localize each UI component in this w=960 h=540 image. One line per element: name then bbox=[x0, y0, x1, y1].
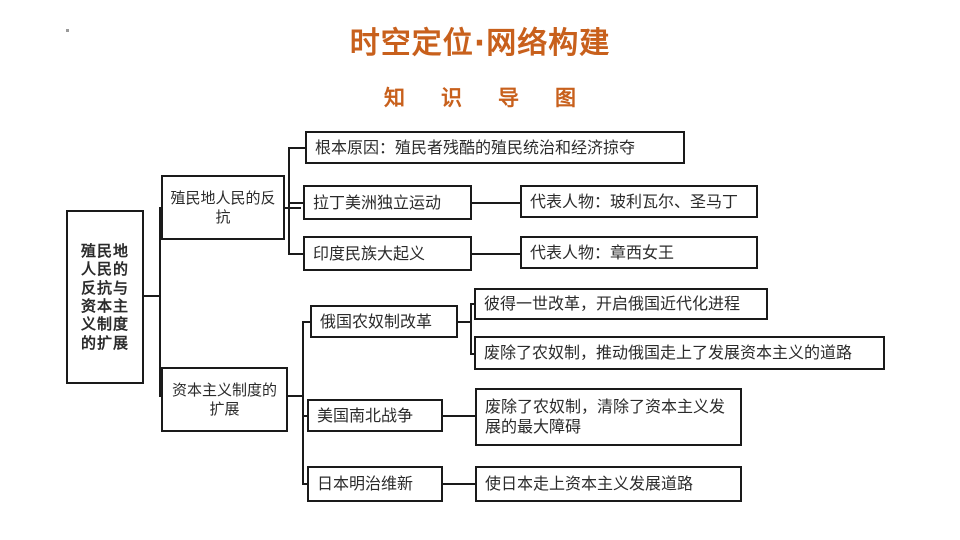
node-root-line-5: 义制度 bbox=[80, 315, 129, 334]
node-russia-abolish-serfdom-label: 废除了农奴制，推动俄国走上了发展资本主义的道路 bbox=[484, 343, 853, 363]
connector-russia-bracket bbox=[470, 303, 472, 355]
connector-branch2-to-child3 bbox=[302, 483, 310, 485]
node-indian-rebellion-label: 印度民族大起义 bbox=[313, 243, 426, 263]
node-us-civil-war-result[interactable]: 废除了农奴制，清除了资本主义发展的最大障碍 bbox=[475, 388, 742, 446]
node-russia-peter-reform-label: 彼得一世改革，开启俄国近代化进程 bbox=[484, 294, 741, 314]
connector-usa-to-leaf bbox=[443, 415, 476, 417]
node-meiji-restoration[interactable]: 日本明治维新 bbox=[307, 466, 443, 502]
connector-branch1-to-child2 bbox=[288, 202, 305, 204]
node-latin-america-figures[interactable]: 代表人物：玻利瓦尔、圣马丁 bbox=[520, 185, 758, 218]
connector-japan-to-leaf bbox=[443, 483, 476, 485]
node-latin-america-independence-label: 拉丁美洲独立运动 bbox=[313, 192, 442, 212]
node-meiji-restoration-result[interactable]: 使日本走上资本主义发展道路 bbox=[475, 466, 742, 502]
node-root-line-2: 人民的 bbox=[80, 260, 129, 279]
node-branch-colonial-resistance[interactable]: 殖民地人民的反抗 bbox=[161, 175, 285, 240]
node-root-line-6: 的扩展 bbox=[80, 333, 129, 352]
connector-branch1-bracket bbox=[288, 147, 290, 255]
connector-russia-stem bbox=[458, 321, 472, 323]
slide-subtitle: 知识导图 bbox=[384, 86, 612, 110]
connector-branch1-stem bbox=[285, 207, 301, 209]
connector-branch2-bracket bbox=[302, 321, 304, 484]
decorative-dot bbox=[66, 29, 69, 32]
node-root-cause-label: 根本原因：殖民者残酷的殖民统治和经济掠夺 bbox=[315, 137, 636, 157]
node-root-line-3: 反抗与 bbox=[80, 278, 129, 297]
node-meiji-restoration-result-label: 使日本走上资本主义发展道路 bbox=[485, 474, 694, 494]
slide-title: 时空定位·网络构建 bbox=[349, 26, 611, 61]
connector-india-to-leaf bbox=[472, 253, 520, 255]
node-branch-capitalism-expansion-label: 资本主义制度的扩展 bbox=[171, 381, 277, 418]
node-root-line-4: 资本主 bbox=[80, 297, 129, 315]
node-meiji-restoration-label: 日本明治维新 bbox=[317, 474, 414, 494]
node-root-line-1: 殖民地 bbox=[80, 242, 129, 261]
node-root-cause[interactable]: 根本原因：殖民者残酷的殖民统治和经济掠夺 bbox=[305, 131, 685, 164]
node-branch-capitalism-expansion[interactable]: 资本主义制度的扩展 bbox=[161, 367, 288, 432]
node-us-civil-war-label: 美国南北战争 bbox=[317, 405, 414, 425]
node-indian-rebellion-figures[interactable]: 代表人物：章西女王 bbox=[520, 236, 758, 269]
connector-branch2-stem bbox=[288, 395, 304, 397]
connector-latin-to-leaf bbox=[472, 202, 520, 204]
node-latin-america-figures-label: 代表人物：玻利瓦尔、圣马丁 bbox=[530, 191, 739, 211]
node-indian-rebellion-figures-label: 代表人物：章西女王 bbox=[530, 242, 675, 262]
node-latin-america-independence[interactable]: 拉丁美洲独立运动 bbox=[303, 185, 472, 220]
connector-branch2-to-child2 bbox=[302, 415, 310, 417]
connector-branch1-to-child1 bbox=[288, 147, 305, 149]
node-us-civil-war-result-label: 废除了农奴制，清除了资本主义发展的最大障碍 bbox=[485, 397, 726, 436]
node-russia-abolish-serfdom[interactable]: 废除了农奴制，推动俄国走上了发展资本主义的道路 bbox=[474, 336, 885, 370]
connector-root-stem bbox=[143, 295, 161, 297]
node-branch-colonial-resistance-label: 殖民地人民的反抗 bbox=[170, 189, 276, 226]
node-us-civil-war[interactable]: 美国南北战争 bbox=[307, 399, 443, 432]
connector-branch1-to-child3 bbox=[288, 253, 305, 255]
node-root[interactable]: 殖民地 人民的 反抗与 资本主 义制度 的扩展 bbox=[66, 210, 144, 384]
node-russia-serfdom-reform[interactable]: 俄国农奴制改革 bbox=[310, 305, 458, 338]
node-indian-rebellion[interactable]: 印度民族大起义 bbox=[303, 236, 472, 271]
connector-russia-to-leaf1 bbox=[470, 303, 476, 305]
connector-branch2-to-child1 bbox=[302, 321, 312, 323]
node-russia-serfdom-reform-label: 俄国农奴制改革 bbox=[320, 311, 433, 331]
node-russia-peter-reform[interactable]: 彼得一世改革，开启俄国近代化进程 bbox=[474, 288, 768, 320]
connector-root-bracket bbox=[159, 207, 161, 397]
connector-russia-to-leaf2 bbox=[470, 353, 476, 355]
